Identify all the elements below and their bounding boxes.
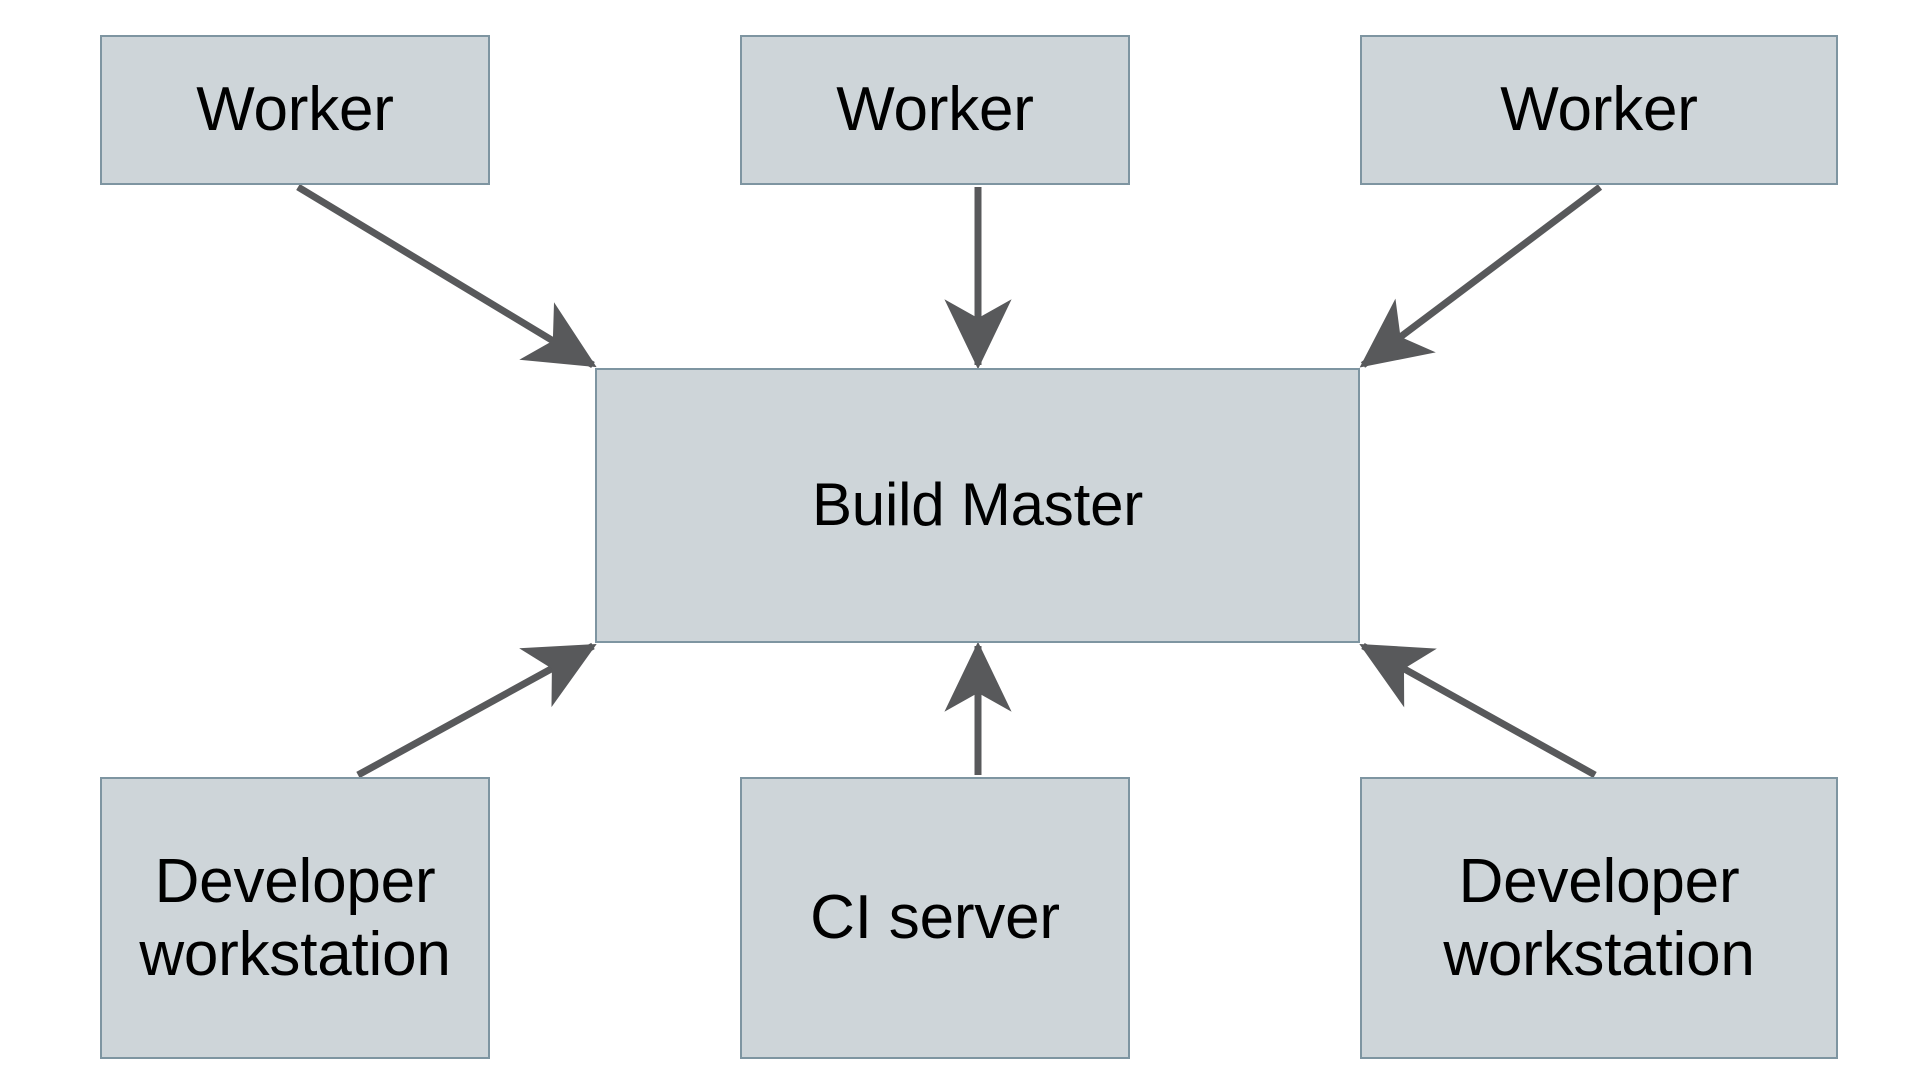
node-worker-1[interactable]: Worker [100, 35, 490, 185]
arrow-worker-3-to-build-master [1359, 184, 1603, 368]
arrow-dev-workstation-left-to-build-master [356, 642, 597, 779]
arrow-worker-1-to-build-master [296, 184, 597, 368]
node-dev-workstation-left-label: Developer workstation [139, 846, 451, 989]
arrow-dev-workstation-right-to-build-master [1359, 642, 1597, 779]
node-build-master[interactable]: Build Master [595, 368, 1360, 643]
node-worker-2-label: Worker [836, 75, 1034, 145]
node-ci-server-label: CI server [810, 883, 1060, 953]
node-worker-1-label: Worker [196, 75, 394, 145]
node-dev-workstation-right[interactable]: Developer workstation [1360, 777, 1838, 1059]
node-worker-3[interactable]: Worker [1360, 35, 1838, 185]
node-worker-2[interactable]: Worker [740, 35, 1130, 185]
node-build-master-label: Build Master [811, 471, 1144, 539]
node-worker-3-label: Worker [1500, 75, 1698, 145]
node-dev-workstation-left[interactable]: Developer workstation [100, 777, 490, 1059]
node-dev-workstation-right-label: Developer workstation [1443, 846, 1755, 989]
node-ci-server[interactable]: CI server [740, 777, 1130, 1059]
